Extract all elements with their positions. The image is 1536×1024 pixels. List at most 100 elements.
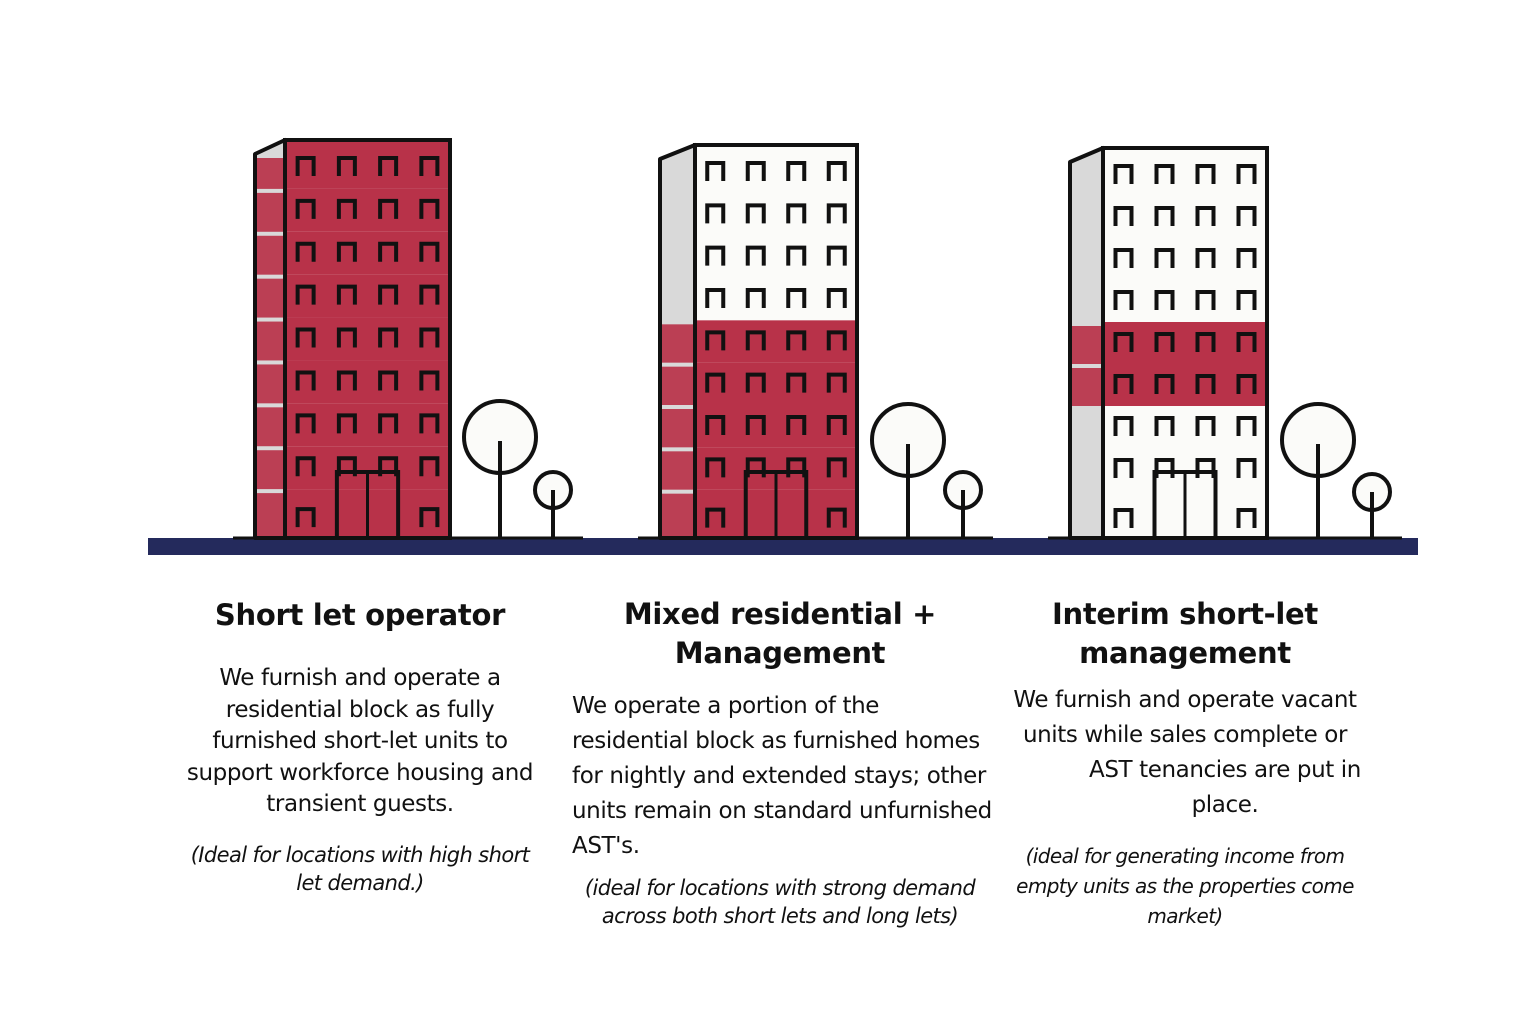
window-icon — [419, 327, 440, 348]
window-icon — [1236, 332, 1257, 352]
window-icon — [1113, 508, 1134, 528]
window-icon — [295, 370, 316, 391]
operated-floor-band — [285, 274, 450, 318]
title: Short let operator — [214, 598, 506, 632]
description-line: AST's. — [572, 833, 640, 859]
operated-floor-side — [255, 407, 285, 447]
window-icon — [336, 456, 357, 477]
window-icon — [786, 203, 807, 224]
window-icon — [1154, 458, 1175, 478]
title-line: Interim short-let — [1052, 597, 1318, 631]
window-icon — [419, 241, 440, 262]
window-icon — [1154, 416, 1175, 436]
note-line: (ideal for locations with strong demand — [584, 876, 976, 900]
building-3 — [1048, 146, 1402, 540]
operated-floor-side — [255, 235, 285, 275]
window-icon — [826, 245, 847, 266]
window-icon — [378, 456, 399, 477]
operated-floor-side — [660, 493, 695, 538]
window-icon — [295, 413, 316, 434]
window-icon — [1113, 248, 1134, 268]
window-icon — [1236, 248, 1257, 268]
window-icon — [1113, 458, 1134, 478]
window-icon — [1154, 374, 1175, 394]
building-1 — [233, 138, 583, 540]
operated-floor-band — [285, 140, 450, 189]
note-line: let demand.) — [296, 870, 424, 895]
description-line: units remain on standard unfurnished — [572, 798, 992, 824]
operated-floor-side — [255, 278, 285, 318]
description-line: residential block as furnished homes — [572, 728, 980, 754]
window-icon — [705, 330, 726, 351]
window-icon — [705, 415, 726, 435]
window-icon — [1113, 374, 1134, 394]
note-line: (ideal for generating income from — [1025, 844, 1345, 868]
description-line: transient guests. — [266, 791, 454, 817]
description-line: AST tenancies are put in place. — [1089, 757, 1361, 818]
window-icon — [1113, 290, 1134, 310]
window-icon — [336, 241, 357, 262]
window-icon — [1236, 206, 1257, 226]
window-icon — [1195, 416, 1216, 436]
operated-floor-side — [660, 324, 695, 363]
window-icon — [1236, 290, 1257, 310]
window-icon — [1154, 164, 1175, 184]
window-icon — [1195, 206, 1216, 226]
note-line: empty units as the properties come marke… — [1016, 874, 1354, 928]
window-icon — [1195, 248, 1216, 268]
operated-floor-band — [285, 231, 450, 275]
window-icon — [378, 327, 399, 348]
window-icon — [419, 507, 440, 528]
window-icon — [705, 288, 726, 308]
window-icon — [1236, 374, 1257, 394]
window-icon — [295, 241, 316, 262]
window-icon — [786, 372, 807, 393]
window-icon — [1236, 508, 1257, 528]
operated-floor-side — [1070, 326, 1103, 364]
description-line: furnished short-let units to — [212, 728, 508, 754]
operated-floor-band — [285, 403, 450, 447]
window-icon — [826, 330, 847, 351]
description-line: residential block as fully — [225, 696, 495, 723]
window-icon — [378, 413, 399, 434]
window-icon — [745, 161, 766, 181]
window-icon — [705, 372, 726, 393]
window-icon — [786, 457, 807, 478]
window-icon — [745, 203, 766, 224]
window-icon — [705, 245, 726, 266]
window-icon — [786, 288, 807, 308]
window-icon — [419, 198, 440, 219]
operated-floor-side — [255, 450, 285, 490]
operated-floor-side — [255, 158, 285, 189]
window-icon — [826, 372, 847, 393]
window-icon — [705, 161, 726, 181]
column-mixed-residential: Mixed residential + Management We operat… — [560, 595, 1000, 930]
window-icon — [336, 370, 357, 391]
window-icon — [1154, 248, 1175, 268]
window-icon — [378, 284, 399, 305]
window-icon — [1195, 332, 1216, 352]
window-icon — [419, 284, 440, 305]
window-icon — [745, 245, 766, 266]
operated-floor-band — [695, 405, 857, 448]
window-icon — [1195, 290, 1216, 310]
window-icon — [745, 372, 766, 393]
operated-floor-band — [695, 320, 857, 363]
window-icon — [705, 507, 726, 528]
description-line: We furnish and operate a — [219, 665, 501, 691]
window-icon — [1113, 416, 1134, 436]
window-icon — [378, 198, 399, 219]
note-line: (Ideal for locations with high short — [190, 842, 530, 867]
window-icon — [336, 156, 357, 176]
operated-floor-side — [660, 451, 695, 490]
operated-floor-band — [285, 360, 450, 404]
window-icon — [378, 156, 399, 176]
window-icon — [826, 507, 847, 528]
window-icon — [786, 161, 807, 181]
building-2 — [638, 143, 993, 540]
window-icon — [419, 456, 440, 477]
operated-floor-side — [660, 409, 695, 448]
window-icon — [419, 156, 440, 176]
description-line: units while sales complete or — [1022, 722, 1348, 748]
